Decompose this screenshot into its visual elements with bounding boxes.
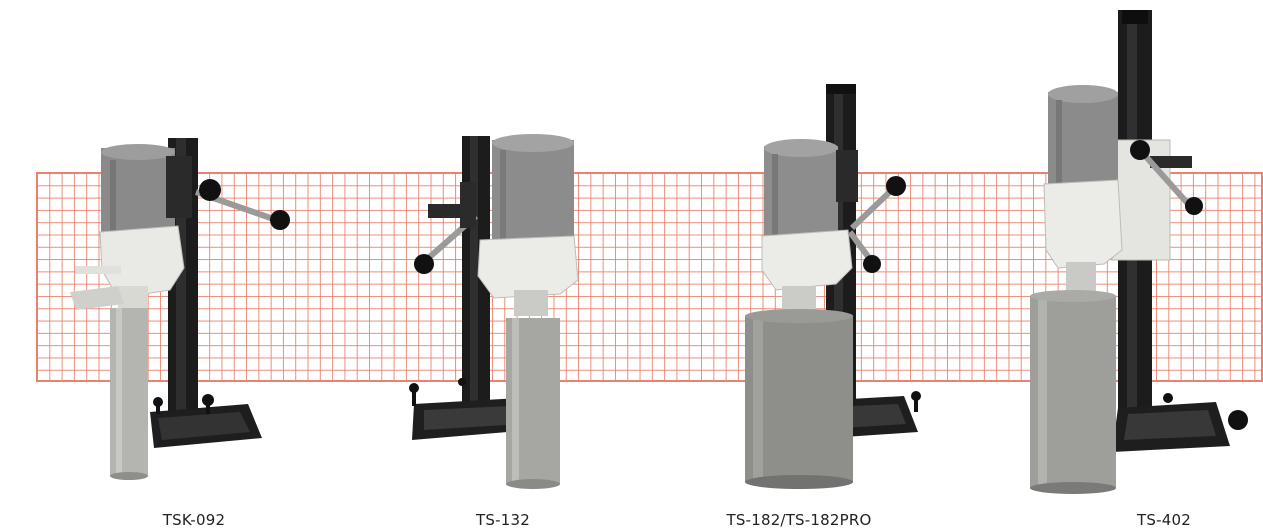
model-label-tsk-092: TSK-092 [162,511,226,529]
model-label-ts-402: TS-402 [1137,511,1191,529]
model-label-ts-182: TS-182/TS-182PRO [726,511,872,529]
model-label-ts-132: TS-132 [476,511,530,529]
